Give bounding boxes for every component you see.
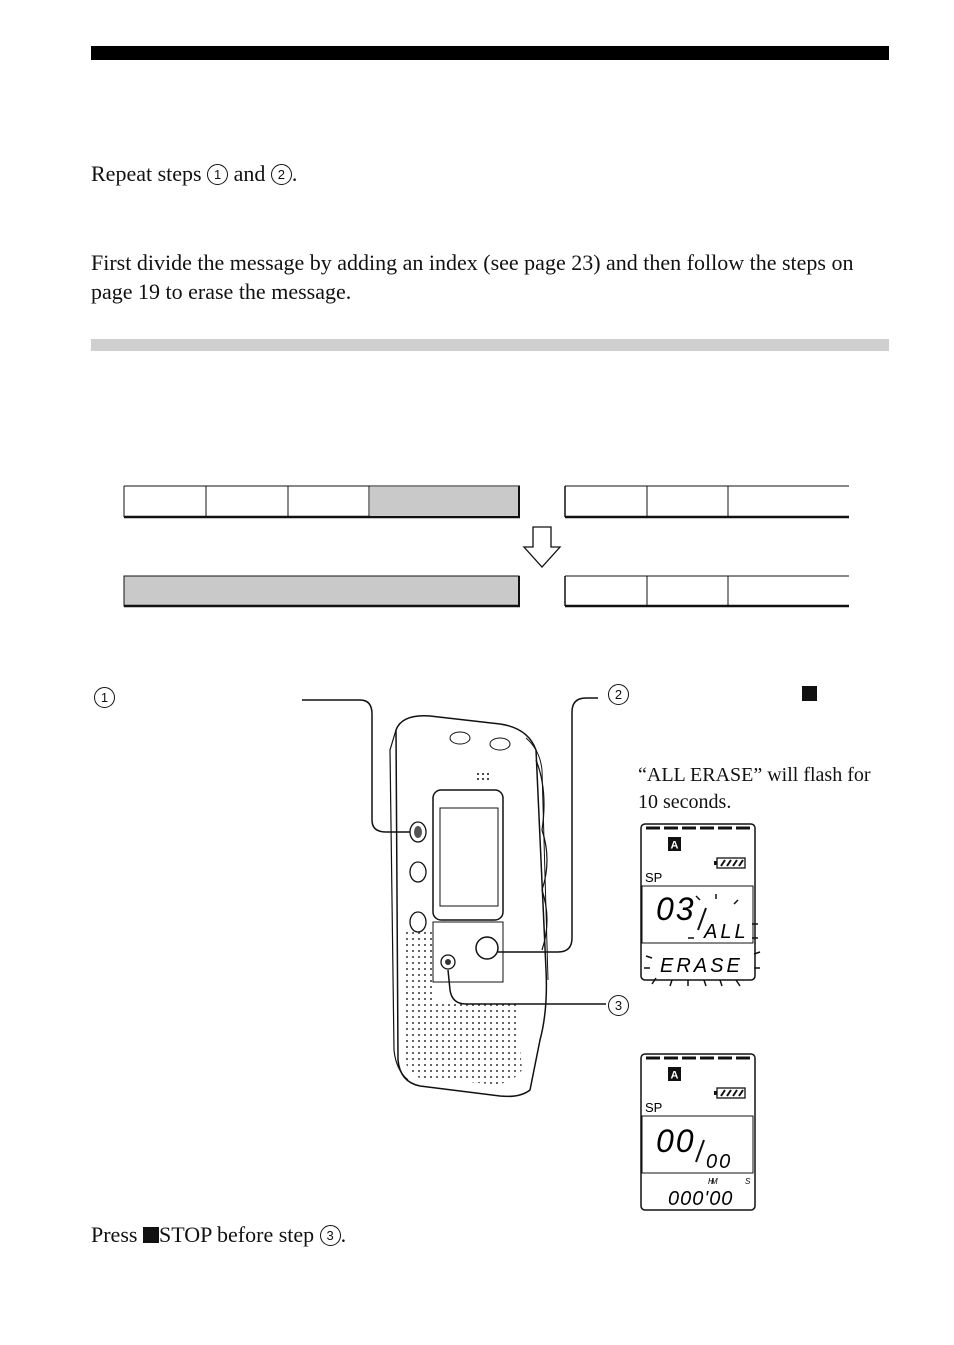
- folder-a-label: A: [671, 1070, 679, 1082]
- repeat-steps-line: Repeat steps 1 and 2.: [91, 159, 297, 188]
- stop-instruction-before: Press: [91, 1222, 143, 1247]
- step-1-marker: 1: [207, 164, 229, 185]
- stop-square-inline-icon: [142, 1227, 159, 1243]
- mode-label: SP: [645, 1100, 662, 1115]
- repeat-steps-and: and: [233, 161, 266, 186]
- flash-rays-icon: [644, 894, 761, 987]
- total-messages: 00: [706, 1151, 732, 1173]
- erase-diagram: [123, 485, 849, 608]
- message-number: 03: [656, 891, 696, 927]
- after-right-track: [564, 575, 849, 608]
- stop-square-icon: [802, 686, 817, 701]
- section-bar: [91, 339, 889, 351]
- lcd-display-cleared: A SP 00 00 H M S 000'00: [640, 1053, 756, 1211]
- folder-a-label: A: [671, 840, 679, 852]
- stop-instruction: Press STOP before step 3.: [91, 1220, 346, 1249]
- folder-a-indicator: [668, 837, 681, 851]
- repeat-steps-before: Repeat steps: [91, 161, 202, 186]
- top-rule: [91, 46, 889, 60]
- recorder-illustration: [302, 697, 606, 1098]
- down-arrow-icon: [522, 526, 562, 568]
- divide-note: First divide the message by adding an in…: [91, 250, 854, 304]
- callout-3-marker: 3: [608, 995, 629, 1016]
- callout-2-marker: 2: [608, 684, 629, 705]
- step-2-marker: 2: [270, 164, 292, 185]
- lcd-word-all: ALL: [703, 921, 749, 943]
- unit-seconds: S: [745, 1177, 751, 1186]
- folder-a-indicator: [668, 1067, 681, 1081]
- repeat-steps-period: .: [291, 161, 298, 186]
- stop-instruction-label: STOP before step: [158, 1222, 315, 1247]
- stop-instruction-period: .: [340, 1222, 347, 1247]
- before-right-track: [564, 485, 849, 519]
- message-number: 00: [656, 1123, 696, 1159]
- battery-icon: [714, 857, 746, 869]
- elapsed-time: 000'00: [668, 1188, 733, 1210]
- mode-label: SP: [645, 870, 662, 885]
- callout-1-marker: 1: [94, 687, 115, 708]
- unit-hours: H: [708, 1177, 714, 1186]
- battery-icon: [714, 1087, 746, 1099]
- unit-minutes: M: [711, 1177, 718, 1186]
- lcd-word-erase: ERASE: [660, 955, 743, 977]
- lcd-display-all-erase: A SP 03 ALL ERASE: [640, 823, 761, 987]
- after-left-track: [123, 575, 520, 608]
- flash-note: “ALL ERASE” will flash for 10 seconds.: [638, 764, 871, 813]
- step-3-marker: 3: [319, 1225, 341, 1246]
- before-left-track: [123, 485, 520, 519]
